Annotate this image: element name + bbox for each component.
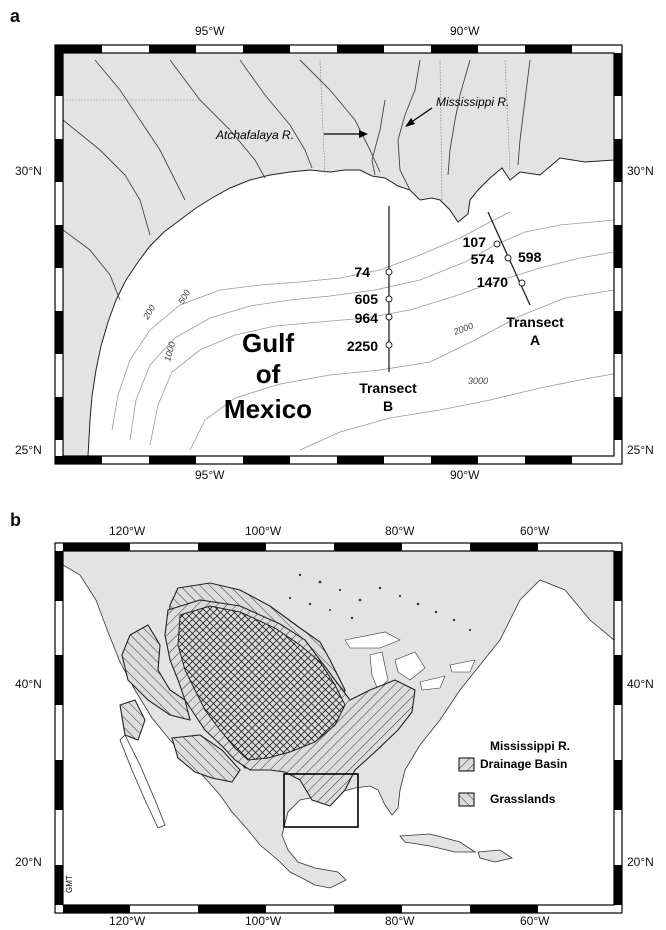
panel-b-legend: Mississippi R. Drainage Basin Grasslands bbox=[458, 739, 570, 807]
a-top-tick-90w: 90°W bbox=[450, 24, 480, 38]
caribbean-islands bbox=[399, 833, 477, 853]
b-right-tick-20n: 20°N bbox=[627, 855, 654, 869]
state-borders bbox=[63, 59, 511, 201]
transect-a-line bbox=[487, 211, 531, 306]
a-left-tick-25n: 25°N bbox=[15, 443, 42, 457]
panel-b-map bbox=[54, 542, 623, 914]
b-top-tick-100w: 100°W bbox=[245, 524, 282, 538]
b-left-tick-20n: 20°N bbox=[15, 855, 42, 869]
station-label-b-605: 605 bbox=[355, 291, 379, 307]
legend-drainage-swatch bbox=[458, 757, 475, 772]
b-bottom-tick-80w: 80°W bbox=[385, 914, 415, 928]
grasslands-west bbox=[121, 624, 191, 721]
baja-peninsula bbox=[119, 734, 166, 829]
station-label-b-2250: 2250 bbox=[347, 338, 378, 354]
station-b-964 bbox=[385, 313, 393, 321]
transect-b-label-2: B bbox=[383, 398, 393, 414]
transect-a-label-1: Transect bbox=[506, 314, 564, 330]
station-label-a-598: 598 bbox=[518, 249, 542, 265]
river-arrows bbox=[324, 107, 433, 138]
station-label-a-574: 574 bbox=[471, 251, 495, 267]
b-top-tick-60w: 60°W bbox=[520, 524, 550, 538]
b-top-tick-80w: 80°W bbox=[385, 524, 415, 538]
station-label-b-964: 964 bbox=[355, 310, 379, 326]
station-a-107 bbox=[493, 240, 501, 248]
panel-a-map bbox=[54, 44, 623, 465]
b-bottom-tick-100w: 100°W bbox=[245, 914, 282, 928]
gulf-coast-land bbox=[63, 53, 614, 456]
station-label-b-74: 74 bbox=[354, 264, 370, 280]
a-left-tick-30n: 30°N bbox=[15, 164, 42, 178]
panel-a-letter: a bbox=[10, 6, 21, 26]
study-area-box bbox=[283, 773, 359, 828]
legend-drainage-line1: Mississippi R. bbox=[490, 739, 570, 753]
hispaniola bbox=[477, 849, 513, 863]
station-a-1470 bbox=[518, 279, 526, 287]
grasslands-valley bbox=[119, 699, 146, 741]
station-b-2250 bbox=[385, 341, 393, 349]
panel-b-letter: b bbox=[10, 510, 21, 530]
panel-a-frame-ticks bbox=[55, 45, 622, 464]
a-bottom-tick-90w: 90°W bbox=[450, 468, 480, 482]
transect-a-label-2: A bbox=[530, 332, 540, 348]
grasslands-south bbox=[171, 734, 241, 783]
legend-drainage-line2: Drainage Basin bbox=[480, 757, 567, 771]
b-bottom-tick-60w: 60°W bbox=[520, 914, 550, 928]
b-top-tick-120w: 120°W bbox=[109, 524, 146, 538]
a-top-tick-95w: 95°W bbox=[195, 24, 225, 38]
sea-name-line2: of bbox=[256, 359, 281, 389]
station-label-a-1470: 1470 bbox=[477, 274, 508, 290]
river-label-mississippi: Mississippi R. bbox=[436, 95, 509, 109]
station-label-a-107: 107 bbox=[463, 234, 487, 250]
a-right-tick-25n: 25°N bbox=[627, 443, 654, 457]
transect-b-label-1: Transect bbox=[359, 380, 417, 396]
station-b-74 bbox=[385, 268, 393, 276]
small-lakes bbox=[288, 573, 472, 632]
lakes bbox=[344, 631, 476, 691]
a-right-tick-30n: 30°N bbox=[627, 164, 654, 178]
river-lines bbox=[63, 59, 531, 301]
legend-grasslands-swatch bbox=[458, 792, 475, 807]
b-right-tick-40n: 40°N bbox=[627, 677, 654, 691]
isobath-lines bbox=[111, 211, 614, 451]
sea-name-line3: Mexico bbox=[224, 394, 312, 424]
station-a-574 bbox=[504, 254, 512, 262]
legend-grasslands-label: Grasslands bbox=[490, 792, 556, 806]
transect-b-line bbox=[385, 206, 393, 372]
overlap-region bbox=[177, 605, 346, 761]
a-bottom-tick-95w: 95°W bbox=[195, 468, 225, 482]
river-label-atchafalaya: Atchafalaya R. bbox=[215, 128, 294, 142]
isobath-label-3000: 3000 bbox=[468, 376, 488, 386]
gmt-credit: GMT bbox=[65, 875, 74, 893]
b-left-tick-40n: 40°N bbox=[15, 677, 42, 691]
panel-b-frame-ticks bbox=[55, 543, 622, 913]
station-b-605 bbox=[385, 295, 393, 303]
sea-name-line1: Gulf bbox=[242, 328, 294, 358]
b-bottom-tick-120w: 120°W bbox=[109, 914, 146, 928]
